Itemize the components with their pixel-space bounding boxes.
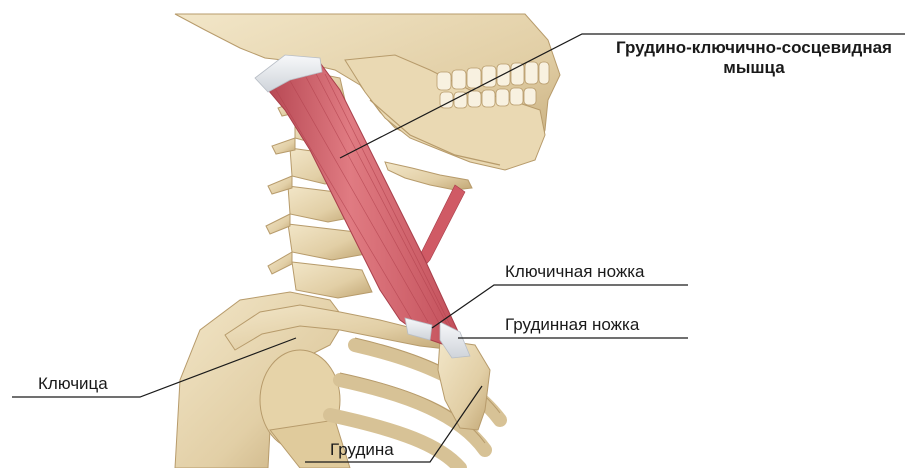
- label-sternum: Грудина: [330, 440, 394, 460]
- label-sternal-head: Грудинная ножка: [505, 315, 639, 335]
- label-clavicle: Ключица: [38, 374, 108, 394]
- hyoid-bone: [385, 162, 472, 190]
- label-sternocleidomastoid: Грудино-ключично-сосцевидная мышца: [594, 38, 914, 77]
- label-clavicular-head: Ключичная ножка: [505, 262, 644, 282]
- label-sternocleidomastoid-line2: мышца: [594, 58, 914, 78]
- label-sternocleidomastoid-line1: Грудино-ключично-сосцевидная: [594, 38, 914, 58]
